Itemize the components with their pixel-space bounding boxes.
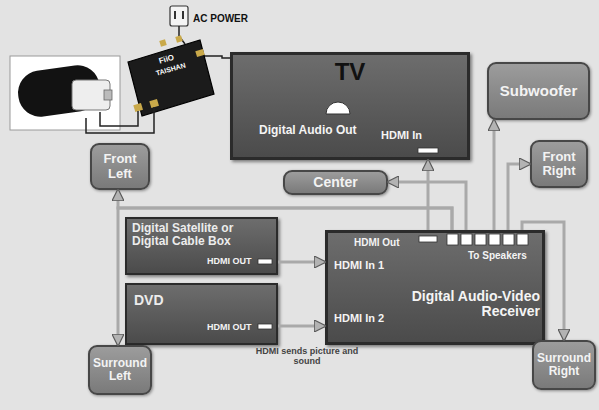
hdmi-port [258,324,272,329]
speaker-box: Surround Left [88,345,152,395]
audio-cable [86,107,154,133]
speaker-terminal [503,234,514,245]
signal-arrow [522,222,564,340]
port-label: HDMI OUT [207,323,257,333]
signal-arrow [388,182,466,230]
port-label: HDMI In 2 [334,312,404,324]
tv-box: TV Digital Audio OutHDMI In [230,52,470,160]
audio-cable [100,111,138,126]
signal-arrow [278,325,325,328]
speaker-name: Surround Left [90,357,150,383]
speaker-name: Surround Right [534,352,594,378]
speaker-terminal [475,234,486,245]
power-cord [179,26,185,44]
port-label: Digital Audio Out [259,124,389,137]
port-label: HDMI OUT [207,257,257,267]
model-label: TAISHAN [155,56,205,77]
transmitter-cap [72,80,110,110]
hdmi-port [418,148,438,153]
device-title: Digital Audio-Video Receiver [382,289,540,320]
adapter-box [128,40,214,116]
speaker-box: Center [283,170,388,195]
outlet-slot [182,11,184,19]
device-title: TV [233,59,467,85]
speaker-name: Center [313,175,357,190]
transmitter-port [104,90,112,100]
signal-arrow [118,190,452,230]
outlet-slot [174,11,176,19]
power-outlet [170,6,188,26]
hdmi-port [419,236,437,242]
speaker-box: Front Right [530,140,588,188]
signal-arrow [493,120,496,230]
optical-jack [326,102,350,114]
source-box: Digital Satellite or Digital Cable BoxHD… [125,217,278,275]
adapter-connector [195,49,204,57]
speaker-terminal [447,234,458,245]
adapter-connector [175,35,182,42]
speaker-box: Subwoofer [487,62,590,120]
speaker-name: Front Right [532,150,586,179]
adapter-connector [133,103,143,112]
port-label: HDMI Out [354,237,414,248]
speaker-name: Subwoofer [500,83,578,100]
signal-arrow [278,261,325,264]
brand-label: FiiO [158,47,199,66]
speaker-name: Front Left [92,152,148,181]
transmitter-body [15,63,103,120]
signal-arrow [427,160,430,230]
port-label: To Speakers [468,250,540,261]
power-label: AC POWER [193,13,263,24]
optical-cable [204,56,233,58]
adapter-connector [159,39,166,46]
device-title: Digital Satellite or Digital Cable Box [132,222,272,248]
speaker-box: Surround Right [532,340,596,390]
note-label: HDMI sends picture and sound [252,347,362,367]
adapter-connector [149,99,159,108]
signal-arrow [118,208,452,345]
source-box: DVD HDMI OUT [125,283,278,345]
speaker-terminal [517,234,528,245]
speaker-terminal [461,234,472,245]
hdmi-port [258,259,272,264]
device-title: DVD [134,293,194,308]
signal-arrow [508,164,530,230]
speaker-terminal [489,234,500,245]
receiver-box: HDMI Out To SpeakersHDMI In 1 HDMI In 2Dig… [325,230,545,345]
speaker-box: Front Left [90,143,150,190]
port-label: HDMI In 1 [334,259,404,271]
port-label: HDMI In [381,129,451,141]
photo-frame [10,56,120,130]
